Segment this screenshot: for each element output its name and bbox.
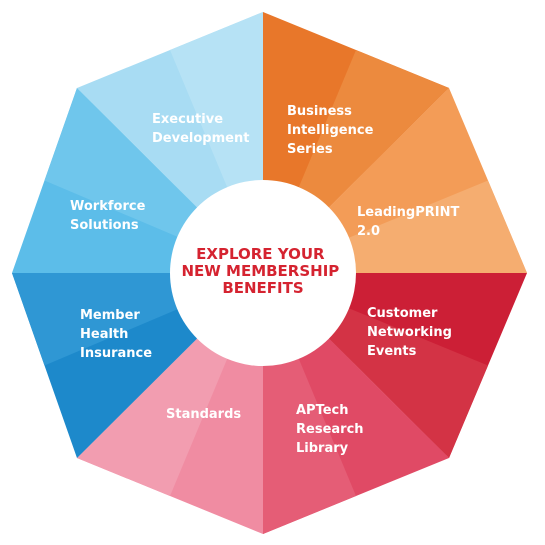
segment-8-label-line-2: Development [152, 131, 249, 146]
segment-7-label-line-2: Solutions [70, 218, 139, 233]
segment-4-label-line-2: Research [296, 422, 364, 437]
segment-8-label-line-1: Executive [152, 112, 223, 127]
segment-2-label-line-1: LeadingPRINT [357, 205, 459, 220]
segment-5-label-line-1: Standards [166, 407, 241, 422]
segment-3-label-line-2: Networking [367, 325, 452, 340]
center-title-line-2: NEW MEMBERSHIP [181, 262, 339, 280]
center-title-line-3: BENEFITS [222, 279, 303, 297]
center-title-line-1: EXPLORE YOUR [196, 245, 325, 263]
segment-7-label-line-1: Workforce [70, 199, 146, 214]
segment-6-label-line-3: Insurance [80, 346, 152, 361]
center-title: EXPLORE YOUR NEW MEMBERSHIP BENEFITS [181, 245, 344, 297]
segment-4-label-line-3: Library [296, 441, 349, 456]
segment-6-label-line-1: Member [80, 308, 140, 323]
segment-2-label: LeadingPRINT 2.0 [357, 205, 459, 239]
segment-1-label-line-3: Series [287, 142, 333, 157]
segment-3-label-line-1: Customer [367, 306, 438, 321]
segment-5-label: Standards [166, 407, 241, 422]
segment-2-label-line-2: 2.0 [357, 224, 380, 239]
segment-1-label-line-1: Business [287, 104, 352, 119]
segment-3-label-line-3: Events [367, 344, 417, 359]
segment-1-label-line-2: Intelligence [287, 123, 374, 138]
center-circle [170, 180, 356, 366]
segment-6-label-line-2: Health [80, 327, 128, 342]
segment-4-label-line-1: APTech [296, 403, 349, 418]
